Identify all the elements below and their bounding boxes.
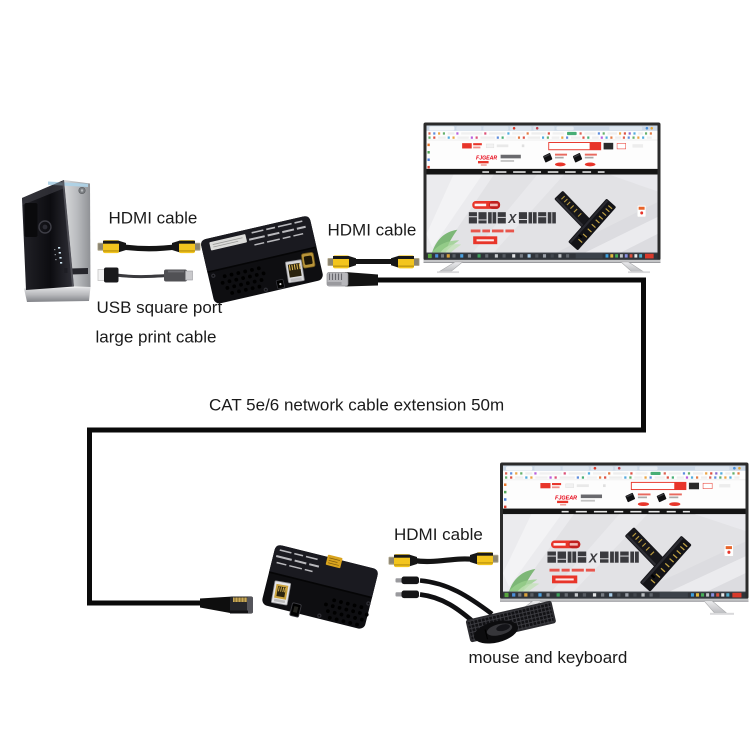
svg-text:large print cable: large print cable <box>96 328 217 347</box>
svg-text:mouse and keyboard: mouse and keyboard <box>469 648 628 667</box>
svg-text:HDMI cable: HDMI cable <box>394 525 483 544</box>
svg-text:CAT 5e/6 network cable extensi: CAT 5e/6 network cable extension 50m <box>209 396 504 415</box>
svg-text:USB square port: USB square port <box>97 298 223 317</box>
svg-text:HDMI cable: HDMI cable <box>328 221 417 240</box>
svg-text:HDMI cable: HDMI cable <box>109 209 198 228</box>
